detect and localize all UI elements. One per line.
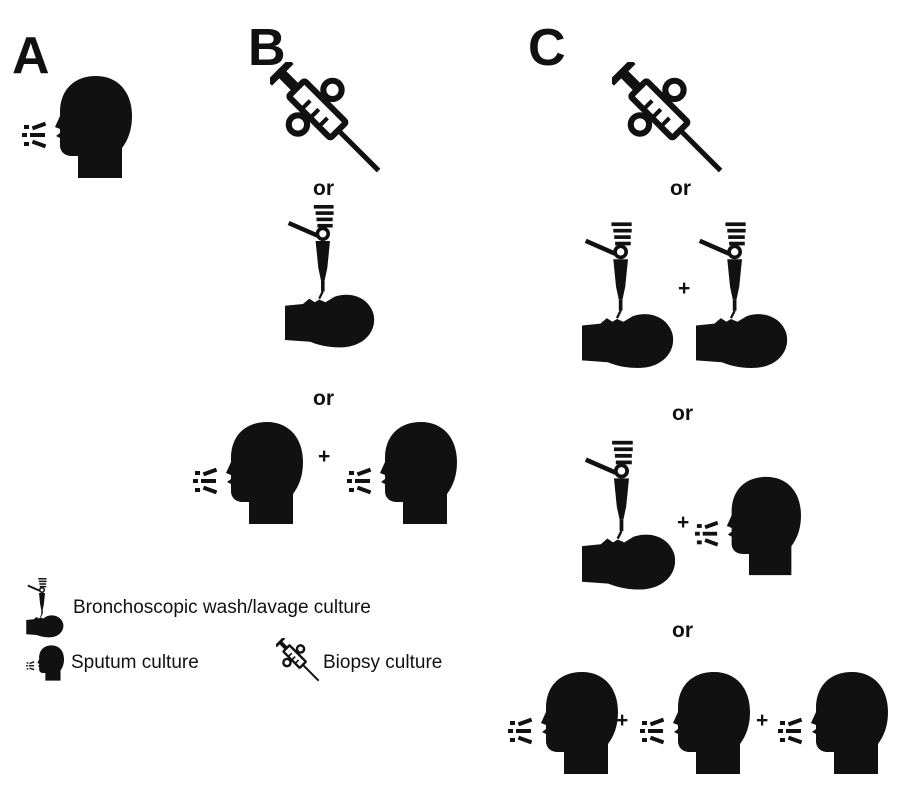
or-label: or	[313, 387, 334, 410]
sputum-icon	[347, 418, 457, 528]
legend-biopsy-icon	[276, 638, 320, 682]
or-label: or	[672, 619, 693, 642]
bronchoscopy-icon	[582, 222, 674, 370]
panel-label-b: B	[248, 19, 286, 77]
sputum-icon	[640, 668, 750, 778]
legend-biopsy-label: Biopsy culture	[323, 652, 443, 673]
bronchoscopy-icon	[582, 440, 676, 592]
legend-sputum-icon	[26, 644, 64, 682]
sputum-icon	[193, 418, 303, 528]
legend-bronchoscopic-label: Bronchoscopic wash/lavage culture	[73, 597, 371, 618]
plus-sign: +	[756, 709, 769, 732]
or-label: or	[670, 177, 691, 200]
or-label: or	[672, 402, 693, 425]
biopsy-icon	[612, 62, 724, 174]
sputum-icon	[695, 473, 801, 579]
panel-label-c: C	[528, 19, 566, 77]
plus-sign: +	[616, 709, 629, 732]
bronchoscopy-icon	[696, 222, 788, 370]
panel-label-a: A	[12, 27, 50, 85]
sputum-icon	[508, 668, 618, 778]
biopsy-icon	[270, 62, 382, 174]
or-label: or	[313, 177, 334, 200]
legend-bronchoscopy-icon	[26, 578, 64, 638]
plus-sign: +	[678, 277, 691, 300]
sputum-icon	[778, 668, 888, 778]
plus-sign: +	[677, 511, 690, 534]
legend-sputum-label: Sputum culture	[71, 652, 199, 673]
sputum-icon	[22, 72, 132, 182]
bronchoscopy-icon	[285, 205, 375, 349]
plus-sign: +	[318, 445, 331, 468]
